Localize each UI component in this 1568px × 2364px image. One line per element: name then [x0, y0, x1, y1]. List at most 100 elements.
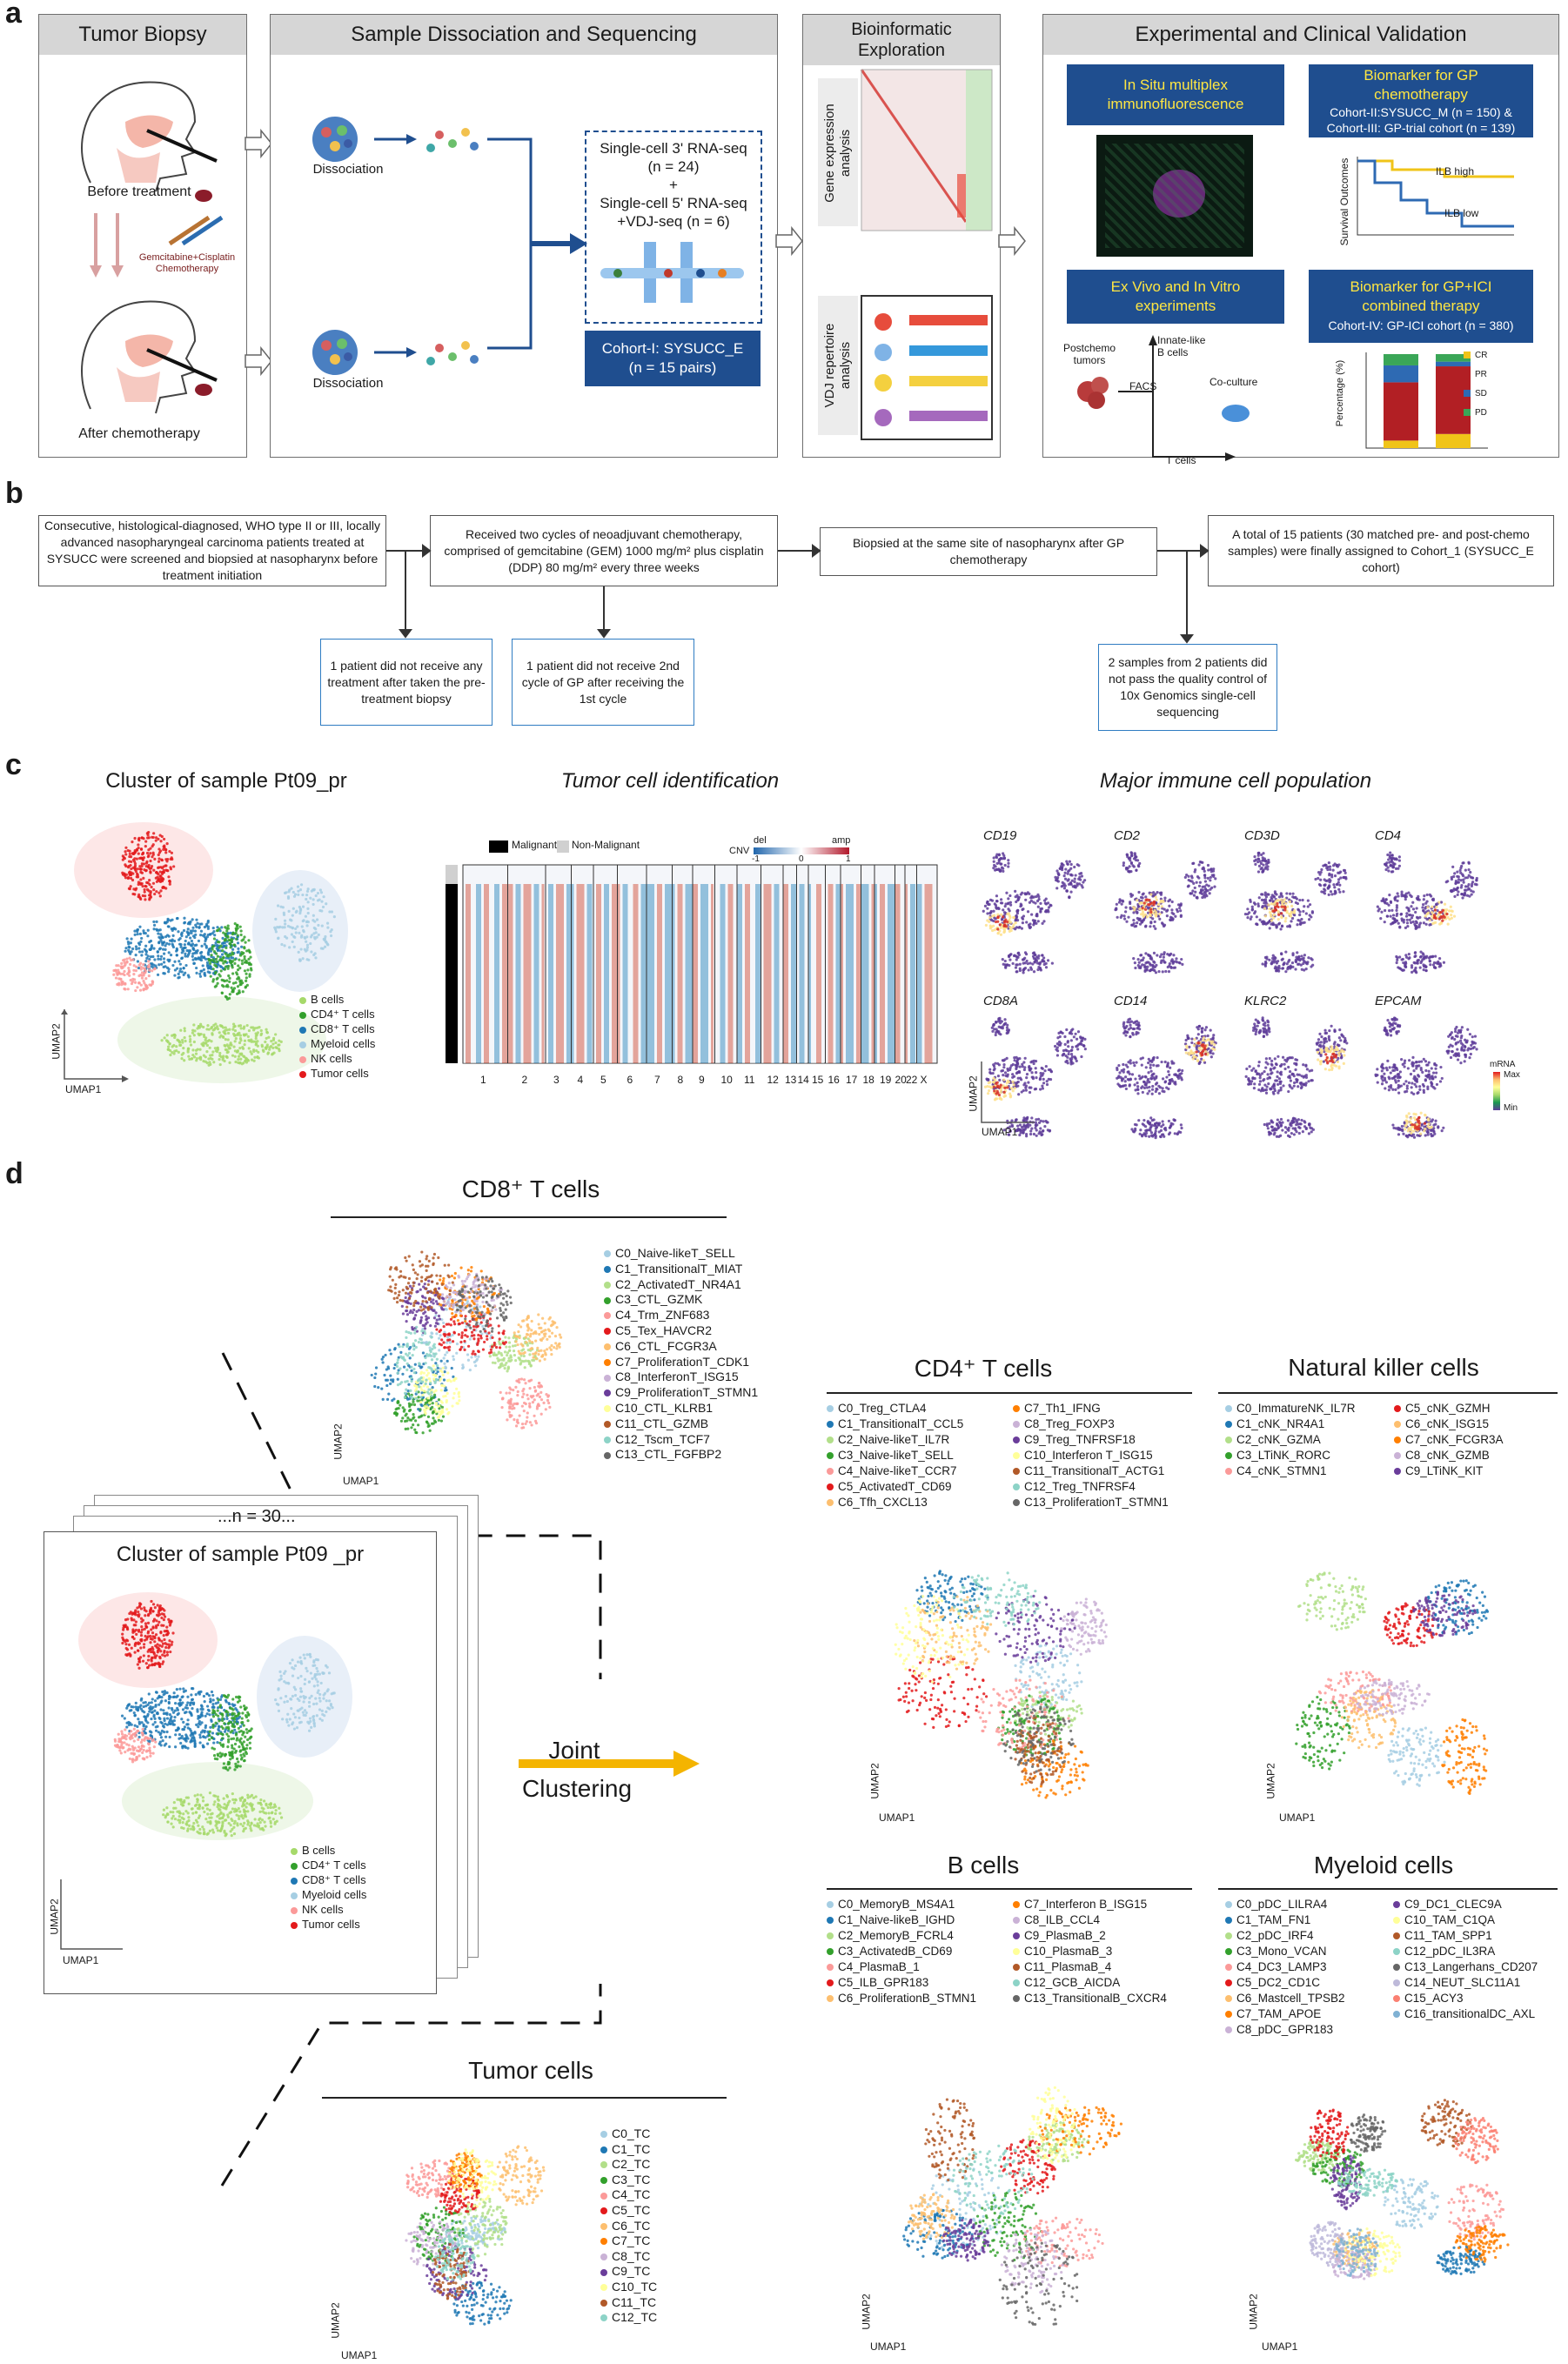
ici-biomarker-title: Biomarker for GP+ICI combined therapy: [1350, 278, 1492, 314]
gp-biomarker-title: Biomarker for GP chemotherapy: [1364, 67, 1478, 103]
legend-swatch: [1393, 1948, 1400, 1956]
legend-swatch: [600, 2207, 607, 2215]
subcluster-5: [1383, 1602, 1438, 1648]
chromosome-label: 16: [828, 1074, 840, 1086]
nonmalignant-label: Non-Malignant: [572, 839, 640, 851]
legend-label: C9_Treg_TNFRSF18: [1024, 1433, 1136, 1446]
d.my-legend-item: C8_pDC_GPR183: [1225, 2022, 1388, 2038]
feature-cluster: [982, 889, 1053, 931]
subcluster-4: [499, 1377, 552, 1430]
legend-label: C9_ProliferationT_STMN1: [615, 1385, 759, 1400]
exvivo-box: Ex Vivo and In Vitro experiments: [1067, 270, 1284, 324]
legend-swatch: [827, 1436, 834, 1444]
d.tc-legend-item: C4_TC: [600, 2187, 657, 2203]
legend-label: C12_TC: [612, 2310, 658, 2325]
legend-swatch: [604, 1405, 611, 1413]
feature-plot: CD8A: [975, 994, 1101, 1150]
d.cd4-legend-item: C4_Naive-likeT_CCR7: [827, 1463, 1006, 1479]
legend-swatch: [604, 1312, 611, 1320]
d.my-legend-item: C11_TAM_SPP1: [1393, 1928, 1556, 1944]
legend-swatch: [827, 1499, 834, 1507]
d.tc-legend-item: C11_TC: [600, 2295, 657, 2311]
legend-swatch: [600, 2268, 607, 2276]
d.tc-legend-item: C6_TC: [600, 2219, 657, 2234]
legend-swatch: [827, 1483, 834, 1491]
legend-swatch: [827, 1421, 834, 1429]
legend-label: C5_TC: [612, 2202, 651, 2217]
chromosome-label: 9: [699, 1074, 705, 1086]
d.cd4-legend-item: C9_Treg_TNFRSF18: [1013, 1432, 1192, 1448]
legend-label: C8_pDC_GPR183: [1236, 2023, 1334, 2036]
legend-label: C5_ActivatedT_CD69: [838, 1480, 952, 1493]
coculture-label: Co-culture: [1210, 376, 1258, 388]
chromosome-label: 11: [744, 1074, 755, 1086]
feature-cluster: [1444, 861, 1478, 900]
legend-swatch: [291, 1906, 298, 1914]
cnv-tick: 1: [846, 854, 851, 864]
d.b-legend-item: C5_ILB_GPR183: [827, 1975, 1006, 1991]
legend-label: C4_DC3_LAMP3: [1236, 1960, 1327, 1973]
legend-label: C13_TransitionalB_CXCR4: [1024, 1992, 1167, 2005]
legend-swatch: [600, 2131, 607, 2139]
legend-swatch: [827, 1932, 834, 1940]
legend-swatch: [604, 1328, 611, 1336]
sample-umap: [74, 822, 348, 1083]
legend-label: C12_pDC_IL3RA: [1404, 1945, 1496, 1958]
d.my-legend-item: C13_Langerhans_CD207: [1393, 1959, 1556, 1975]
legend-swatch: [1013, 1917, 1020, 1925]
response-bar-segment: [1384, 354, 1418, 365]
feature-cluster: [1251, 1016, 1271, 1039]
hollow-arrow: [998, 225, 1026, 257]
tumor-biopsy-box: Tumor Biopsy: [38, 14, 247, 458]
legend-label: CD8⁺ T cells: [311, 1022, 375, 1035]
tcells-label: T cells: [1166, 454, 1196, 466]
feature-cluster: [1263, 1116, 1315, 1139]
joint-arrow: [519, 1751, 700, 1777]
d.my-legend-item: C14_NEUT_SLC11A1: [1393, 1975, 1556, 1991]
legend-swatch: [1013, 1932, 1020, 1940]
feature-plot: CD4: [1366, 828, 1492, 985]
legend-swatch: [1013, 1468, 1020, 1476]
legend-label: C9_LTiNK_KIT: [1405, 1464, 1484, 1477]
d.nk-legend-item: C9_LTiNK_KIT: [1394, 1463, 1556, 1479]
d.tc-legend-item: C0_TC: [600, 2126, 657, 2142]
feature-plot: CD3D: [1236, 828, 1362, 985]
legend-label: C1_TransitionalT_CCL5: [838, 1417, 964, 1430]
vdj-thumb: [861, 295, 993, 440]
d.b-legend-item: C8_ILB_CCL4: [1013, 1912, 1192, 1928]
panel-label-c: c: [5, 748, 22, 781]
feature-hotspot: [1324, 1052, 1337, 1065]
legend-label: C1_TransitionalT_MIAT: [615, 1261, 743, 1276]
legend-label: C13_CTL_FGFBP2: [615, 1447, 722, 1462]
legend-label: C7_cNK_FCGR3A: [1405, 1433, 1504, 1446]
subcluster-9: [1412, 1591, 1478, 1637]
d.nk-legend-item: C5_cNK_GZMH: [1394, 1401, 1556, 1416]
legend-label: C4_PlasmaB_1: [838, 1960, 920, 1973]
subcluster-7: [1454, 2225, 1510, 2263]
d.cd4-legend-item: C2_Naive-likeT_IL7R: [827, 1432, 1006, 1448]
subcluster-6: [496, 2145, 546, 2207]
legend-label: C0_Treg_CTLA4: [838, 1402, 927, 1415]
cd4-umap: [894, 1570, 1108, 1799]
legend-label: C3_Naive-likeT_SELL: [838, 1449, 954, 1462]
legend-swatch: [604, 1281, 611, 1289]
cd8-umap: [370, 1250, 563, 1435]
cd8-cluster: [124, 916, 244, 980]
legend-swatch: [1225, 1917, 1232, 1925]
subcluster-10: [894, 1595, 970, 1684]
legend-label: C7_TC: [612, 2233, 651, 2248]
umap1-label: UMAP1: [343, 1475, 379, 1487]
legend-label: C15_ACY3: [1404, 1992, 1464, 2005]
legend-label: C7_Interferon B_ISG15: [1024, 1898, 1148, 1911]
legend-swatch: [600, 2254, 607, 2261]
syringe-icon: [168, 215, 224, 246]
nk-cluster: [113, 1727, 157, 1764]
d.tc-legend-item: C2_TC: [600, 2157, 657, 2173]
d.b-legend-item: C9_PlasmaB_2: [1013, 1928, 1192, 1944]
d.my-legend-item: C5_DC2_CD1C: [1225, 1975, 1388, 1991]
ilb-high-label: ILB high: [1436, 165, 1475, 177]
legend-label: CD4⁺ T cells: [311, 1008, 375, 1021]
gp-cohort-text: Cohort-II:SYSUCC_M (n = 150) & Cohort-II…: [1326, 105, 1516, 135]
